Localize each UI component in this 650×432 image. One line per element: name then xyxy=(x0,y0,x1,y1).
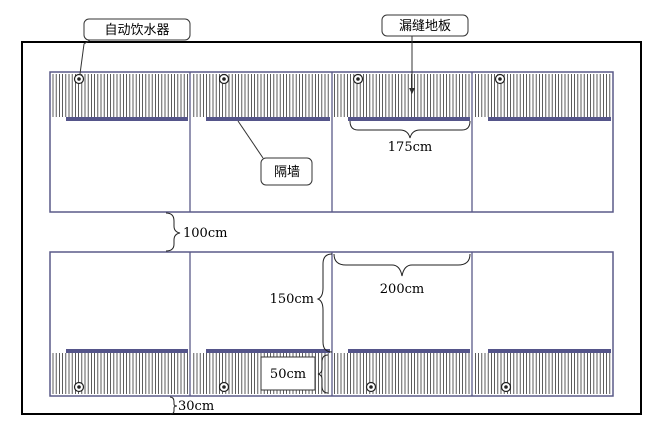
drinker-icon xyxy=(73,381,85,393)
drinker-icon xyxy=(494,73,506,85)
dimension-slat-depth: 50cm xyxy=(260,354,329,394)
dimension-pen-width-label: 200cm xyxy=(380,282,424,297)
dimension-pen-length-label: 150cm xyxy=(270,292,314,307)
partition-wall xyxy=(66,349,188,353)
drinker-icon xyxy=(365,381,377,393)
drinker-icon xyxy=(352,73,364,85)
callout-slatted-floor-label: 漏缝地板 xyxy=(399,18,451,34)
pen-row-top xyxy=(49,71,614,213)
dimension-slat-width-label: 175cm xyxy=(388,140,432,155)
pen-row-bottom xyxy=(49,251,614,397)
drinker-icon xyxy=(73,73,85,85)
dimension-slat-width: 175cm xyxy=(349,120,471,155)
partition-wall xyxy=(488,117,611,121)
callout-slatted-floor: 漏缝地板 xyxy=(381,14,469,94)
callout-partition-label: 隔墙 xyxy=(274,165,300,180)
dimension-pen-width: 200cm xyxy=(333,253,471,297)
partition-wall xyxy=(348,117,470,121)
dimension-side-gap: 30cm xyxy=(169,396,214,415)
dimension-side-gap-label: 30cm xyxy=(178,399,214,414)
partition-wall xyxy=(206,349,330,353)
dimension-pen-length: 150cm xyxy=(270,253,333,353)
drinker-icon xyxy=(500,381,512,393)
drinker-icon xyxy=(218,381,230,393)
drinker-icon xyxy=(218,73,230,85)
partition-wall xyxy=(206,117,330,121)
callout-drinker: 自动饮水器 xyxy=(79,18,191,75)
dimension-slat-depth-label: 50cm xyxy=(270,367,306,382)
dimension-aisle: 100cm xyxy=(165,212,227,252)
partition-wall xyxy=(348,349,470,353)
partition-wall xyxy=(488,349,611,353)
building-outline xyxy=(21,41,642,415)
callout-partition: 隔墙 xyxy=(237,120,313,186)
partition-wall xyxy=(66,117,188,121)
dimension-aisle-label: 100cm xyxy=(183,226,227,241)
callout-drinker-label: 自动饮水器 xyxy=(104,23,169,38)
